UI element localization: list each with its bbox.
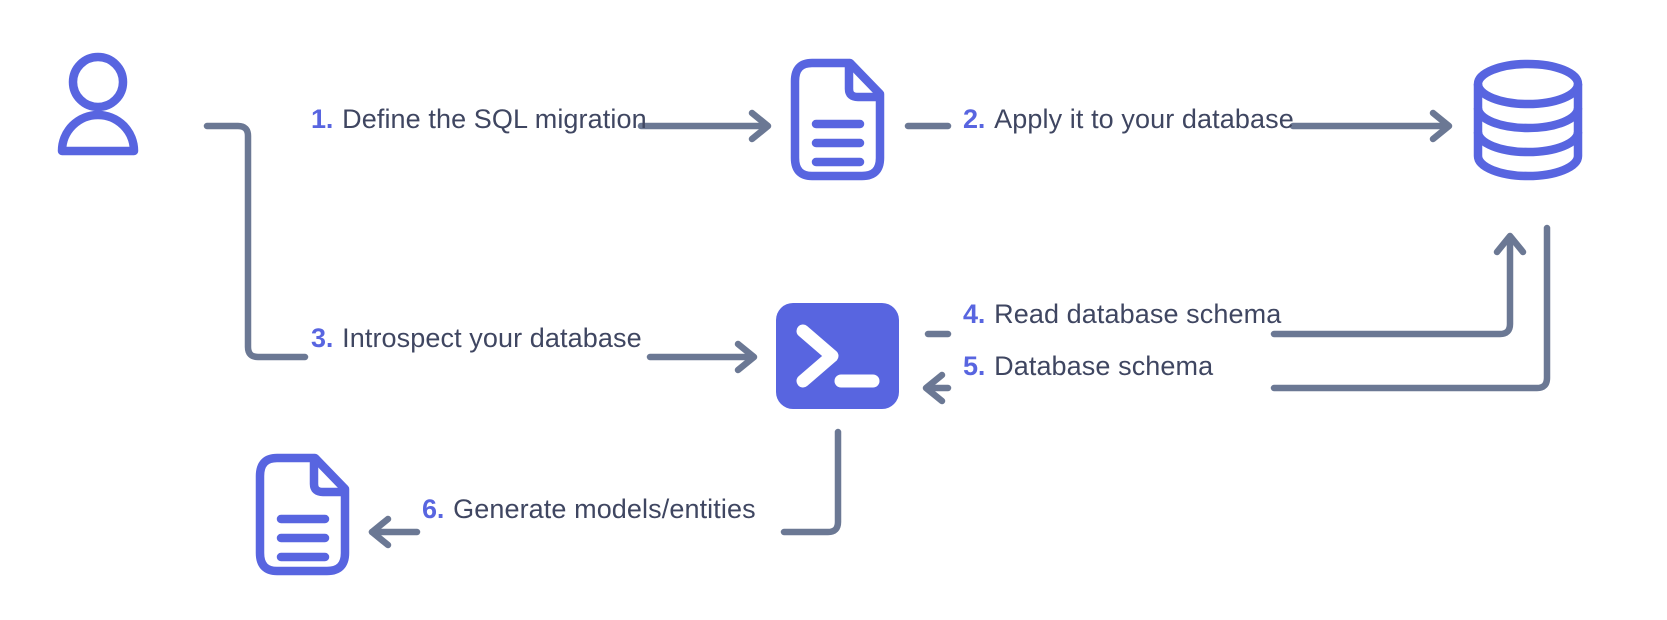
step-label-5: 5. Database schema	[963, 353, 1213, 380]
arrow-step2-head	[1429, 109, 1453, 143]
user-icon	[50, 48, 160, 158]
document-icon-generated-models	[255, 453, 355, 577]
arrow-step1-head	[748, 109, 772, 143]
step-label-3: 3. Introspect your database	[311, 325, 642, 352]
step-label-2: 2. Apply it to your database	[963, 106, 1294, 133]
step-text-1: Define the SQL migration	[342, 104, 647, 134]
step-label-6: 6. Generate models/entities	[422, 496, 756, 523]
step-number-1: 1.	[311, 104, 334, 134]
arrow-step4-head	[1493, 232, 1527, 256]
document-icon-sql-migration	[790, 58, 890, 182]
terminal-icon	[776, 303, 899, 409]
step-text-4: Read database schema	[994, 299, 1282, 329]
arrow-step6-head	[368, 515, 392, 549]
step-label-4: 4. Read database schema	[963, 301, 1281, 328]
step-text-5: Database schema	[994, 351, 1214, 381]
step-number-2: 2.	[963, 104, 986, 134]
arrow-step3-head	[734, 340, 758, 374]
step-number-4: 4.	[963, 299, 986, 329]
wire-step4-route	[1270, 236, 1514, 338]
step-text-3: Introspect your database	[342, 323, 642, 353]
wire-step5-route	[1270, 224, 1551, 392]
database-icon	[1473, 58, 1585, 182]
step-number-6: 6.	[422, 494, 445, 524]
arrow-step5-head	[922, 371, 946, 405]
wire-user-branch	[203, 122, 309, 361]
step-label-1: 1. Define the SQL migration	[311, 106, 647, 133]
step-text-6: Generate models/entities	[453, 494, 756, 524]
wire-step6-route	[780, 428, 842, 536]
step-number-3: 3.	[311, 323, 334, 353]
step-number-5: 5.	[963, 351, 986, 381]
step-text-2: Apply it to your database	[994, 104, 1294, 134]
